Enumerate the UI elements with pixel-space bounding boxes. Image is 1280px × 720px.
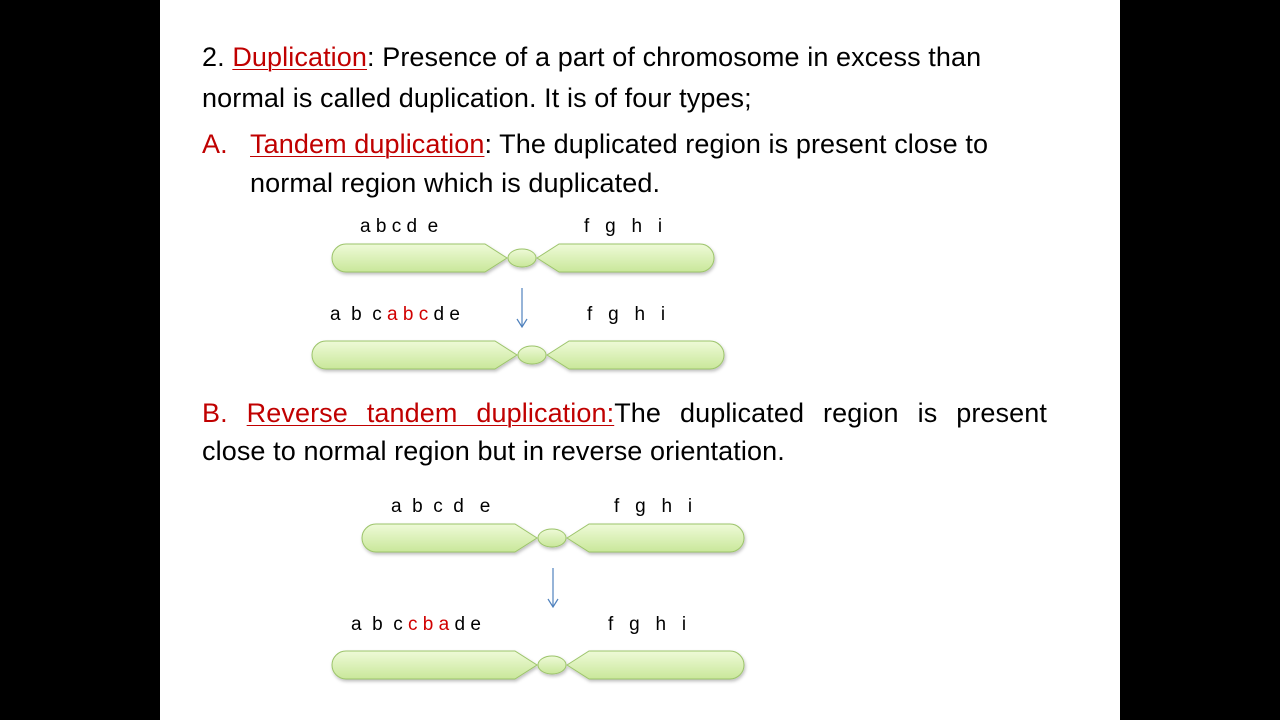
- chromosome-right-arm: [546, 340, 725, 370]
- chromosome-right-arm: [536, 243, 715, 273]
- diagram-b-after-right-genes: f g h i: [608, 614, 687, 635]
- centromere: [537, 528, 567, 548]
- section-2-line-2: normal is called duplication. It is of f…: [202, 83, 752, 113]
- diagram-b-after-left-genes: a b c c b a d e: [351, 614, 481, 635]
- chromosome-diagrams: [311, 243, 745, 680]
- item-a-line-1: Tandem duplication: The duplicated regio…: [250, 129, 988, 160]
- diagram-a-arrow: [516, 288, 528, 329]
- reverse-tandem-duplication-term: Reverse tandem duplication:: [246, 398, 615, 428]
- diagram-a-before-left-genes: a b c d e: [360, 216, 439, 237]
- chromosomes-group: [311, 243, 745, 680]
- chromosome-left-arm: [361, 523, 538, 553]
- tandem-duplication-term: Tandem duplication: [250, 129, 485, 159]
- chromosome-left-arm: [331, 650, 538, 680]
- term-separator: :: [367, 42, 375, 72]
- duplicated-segment: a b c: [387, 304, 429, 325]
- diagram-a-before-right-genes: f g h i: [584, 216, 663, 237]
- diagram-a-after-chromosome: [311, 340, 725, 370]
- item-b-label: B.: [202, 398, 228, 428]
- diagram-b-after-chromosome: [331, 650, 745, 680]
- chromosome-left-arm: [331, 243, 508, 273]
- slide: 2. Duplication: Presence of a part of ch…: [160, 0, 1120, 720]
- item-b-text-1: The duplicated region is present: [614, 398, 1047, 428]
- centromere: [537, 655, 567, 675]
- diagram-b-before-left-genes: a b c d e: [391, 496, 491, 517]
- item-a-text-1: : The duplicated region is present close…: [484, 129, 989, 159]
- item-b-line-1: B. Reverse tandem duplication:The duplic…: [202, 398, 1047, 429]
- chromosome-right-arm: [566, 650, 745, 680]
- diagram-a-after-right-genes: f g h i: [587, 304, 666, 325]
- section-2-text-1: Presence of a part of chromosome in exce…: [374, 42, 982, 72]
- duplication-term: Duplication: [232, 42, 368, 72]
- section-number: 2.: [202, 42, 225, 72]
- diagram-a-before-chromosome: [331, 243, 715, 273]
- item-b-line-2: close to normal region but in reverse or…: [202, 436, 785, 466]
- centromere: [517, 345, 547, 365]
- item-a-line-2: normal region which is duplicated.: [250, 168, 661, 198]
- inverted-duplicated-segment: c b a: [408, 614, 450, 635]
- item-a-label: A.: [202, 129, 228, 159]
- diagram-b-arrow: [547, 568, 559, 609]
- chromosome-right-arm: [566, 523, 745, 553]
- centromere: [507, 248, 537, 268]
- section-2-line-1: 2. Duplication: Presence of a part of ch…: [202, 42, 981, 73]
- chromosome-left-arm: [311, 340, 518, 370]
- diagram-a-after-left-genes: a b c a b c d e: [330, 304, 460, 325]
- diagram-b-before-right-genes: f g h i: [614, 496, 693, 517]
- diagram-b-before-chromosome: [361, 523, 745, 553]
